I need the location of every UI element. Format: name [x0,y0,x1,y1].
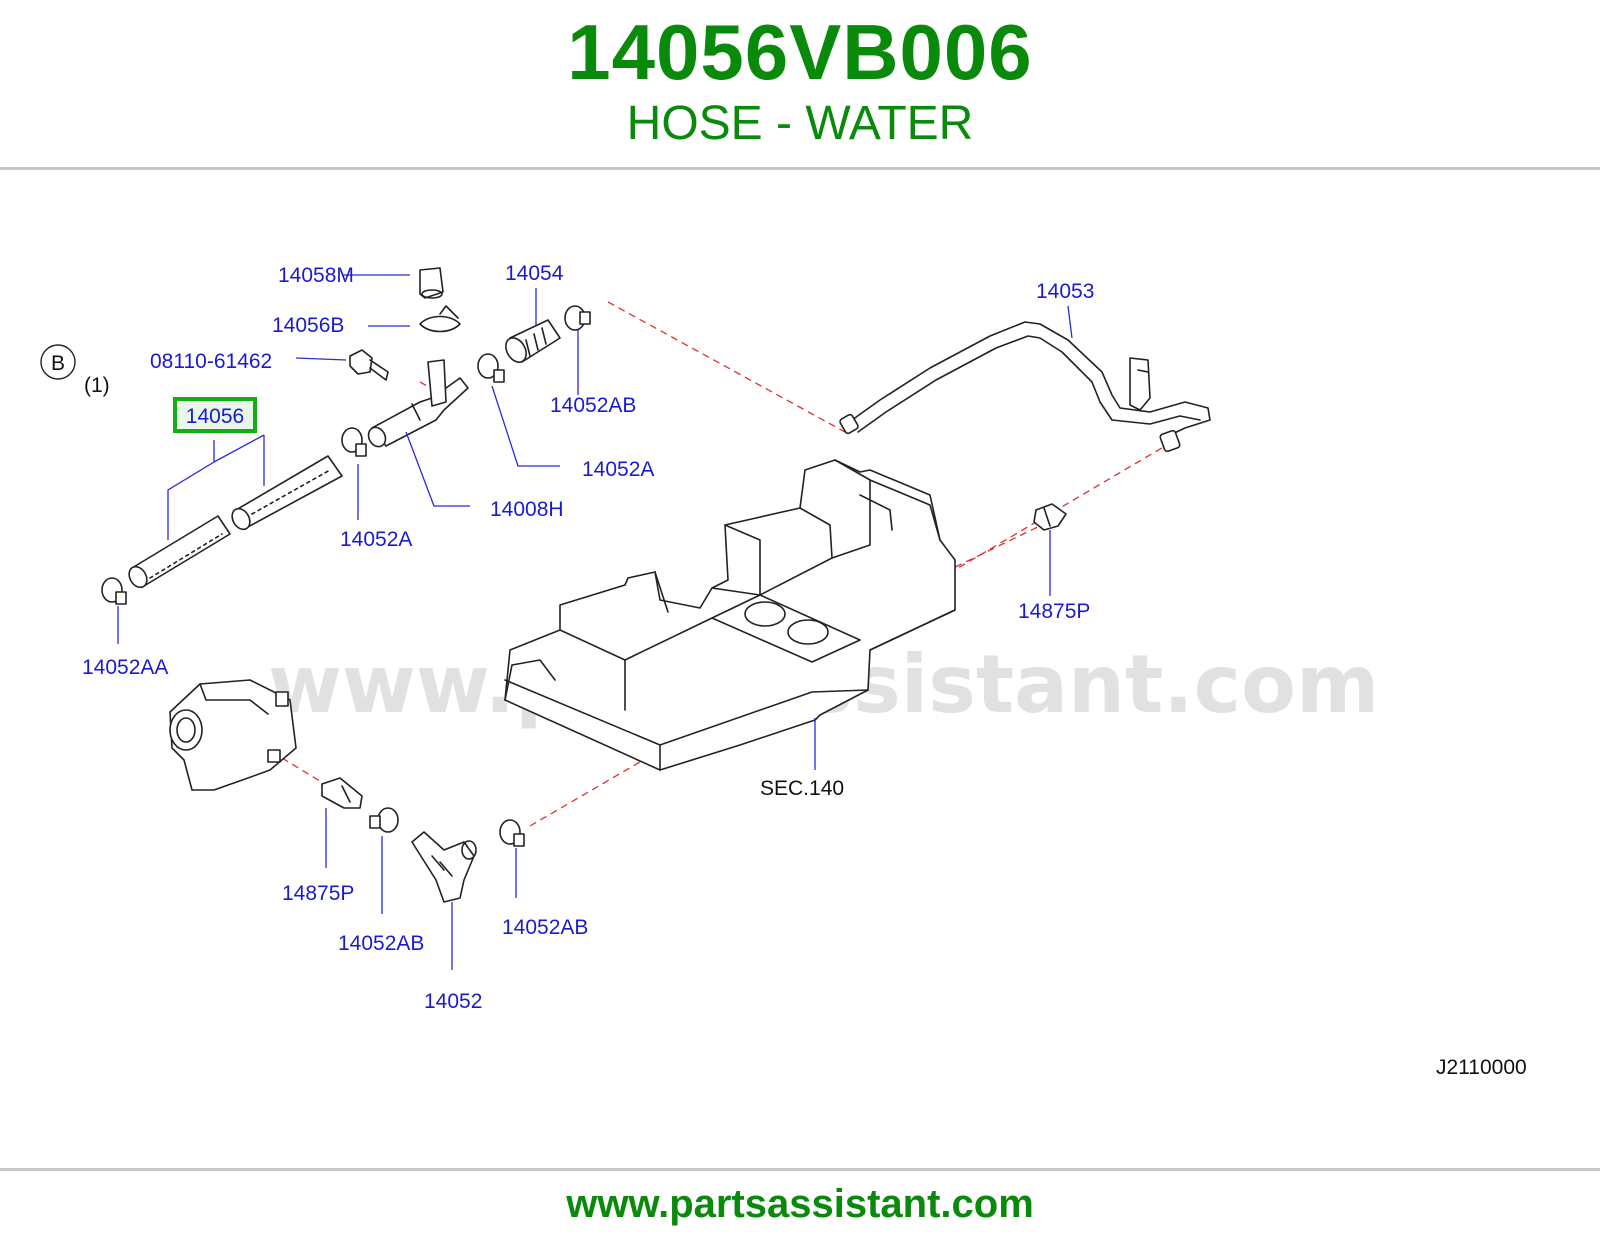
hose-clamp-14052AB-bottom-left [369,807,399,833]
callout-14008H[interactable]: 14008H [490,498,564,521]
callout-14052AB-bottom-right[interactable]: 14052AB [502,916,588,939]
callout-14052A-mid[interactable]: 14052A [340,528,412,551]
callout-14052AB-top[interactable]: 14052AB [550,394,636,417]
part-name-subtitle: HOSE - WATER [626,97,974,150]
intake-manifold-drawing [504,459,956,771]
hose-clamp-14052AB-bottom-right [499,819,525,847]
page-header: 14056VB006 HOSE - WATER [0,0,1600,170]
highlighted-callout-14056[interactable]: 14056 [173,397,257,433]
water-outlet-14008H [367,359,469,448]
callout-14058M[interactable]: 14058M [278,264,354,287]
callout-08110-61462[interactable]: 08110-61462 [150,350,272,373]
water-hose-14054 [505,319,561,363]
footer-divider [0,1168,1600,1171]
bolt-08110-61462 [349,349,389,381]
header-divider [0,167,1600,170]
callout-14056B[interactable]: 14056B [272,314,344,337]
footer-url-link[interactable]: www.partsassistant.com [566,1182,1034,1226]
water-pipe-14053 [839,321,1211,453]
clip-14056B [419,305,461,333]
hose-clamp-14052AA [101,577,127,605]
hose-clamp-14052A-right [477,353,505,383]
quantity-note: (1) [84,374,110,397]
section-reference[interactable]: SEC.140 [760,777,844,800]
diagram-code: J2110000 [1436,1056,1527,1079]
temperature-sensor-14875P-right [1033,503,1067,531]
water-hose-14052 [411,831,477,903]
part-number-title: 14056VB006 [567,8,1033,96]
cap-14058M [419,267,444,299]
svg-text:14056: 14056 [186,405,244,428]
callout-14053[interactable]: 14053 [1036,280,1094,303]
callout-14875P-right[interactable]: 14875P [1018,600,1090,623]
hose-clamp-14052AB-top [564,305,591,331]
callout-14875P-bottom[interactable]: 14875P [282,882,354,905]
callout-14052A-right[interactable]: 14052A [582,458,654,481]
thermostat-housing-drawing [169,679,297,791]
water-hose-14056 [128,455,343,589]
callout-14052AB-bottom-left[interactable]: 14052AB [338,932,424,955]
callout-14052AA[interactable]: 14052AA [82,656,168,679]
view-marker-label: B [51,352,65,375]
callout-14054[interactable]: 14054 [505,262,564,285]
callout-14052[interactable]: 14052 [424,990,482,1013]
temperature-sensor-14875P-bottom [321,777,363,809]
hose-clamp-14052A-mid [341,427,367,457]
view-marker-circle [40,344,76,380]
callout-leader-lines [117,274,1073,970]
